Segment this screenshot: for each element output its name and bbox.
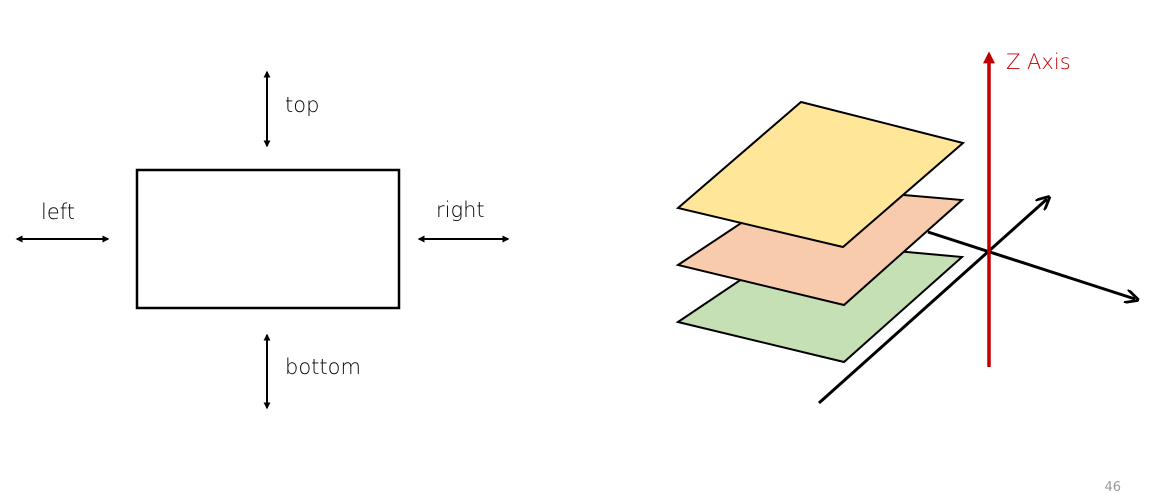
z-axis-layers-diagram: Z Axis xyxy=(675,50,1135,405)
x-axis xyxy=(927,230,1135,299)
box-offsets-diagram: top bottom left right xyxy=(15,70,510,410)
right-label: right xyxy=(436,198,485,222)
top-label: top xyxy=(285,93,319,117)
z-axis-label: Z Axis xyxy=(1006,50,1071,74)
depth-axis xyxy=(817,199,1047,405)
bottom-label: bottom xyxy=(285,355,361,379)
page-number: 46 xyxy=(1104,480,1121,495)
left-label: left xyxy=(41,200,75,224)
yellow-layer xyxy=(675,100,966,249)
element-box xyxy=(135,168,401,310)
